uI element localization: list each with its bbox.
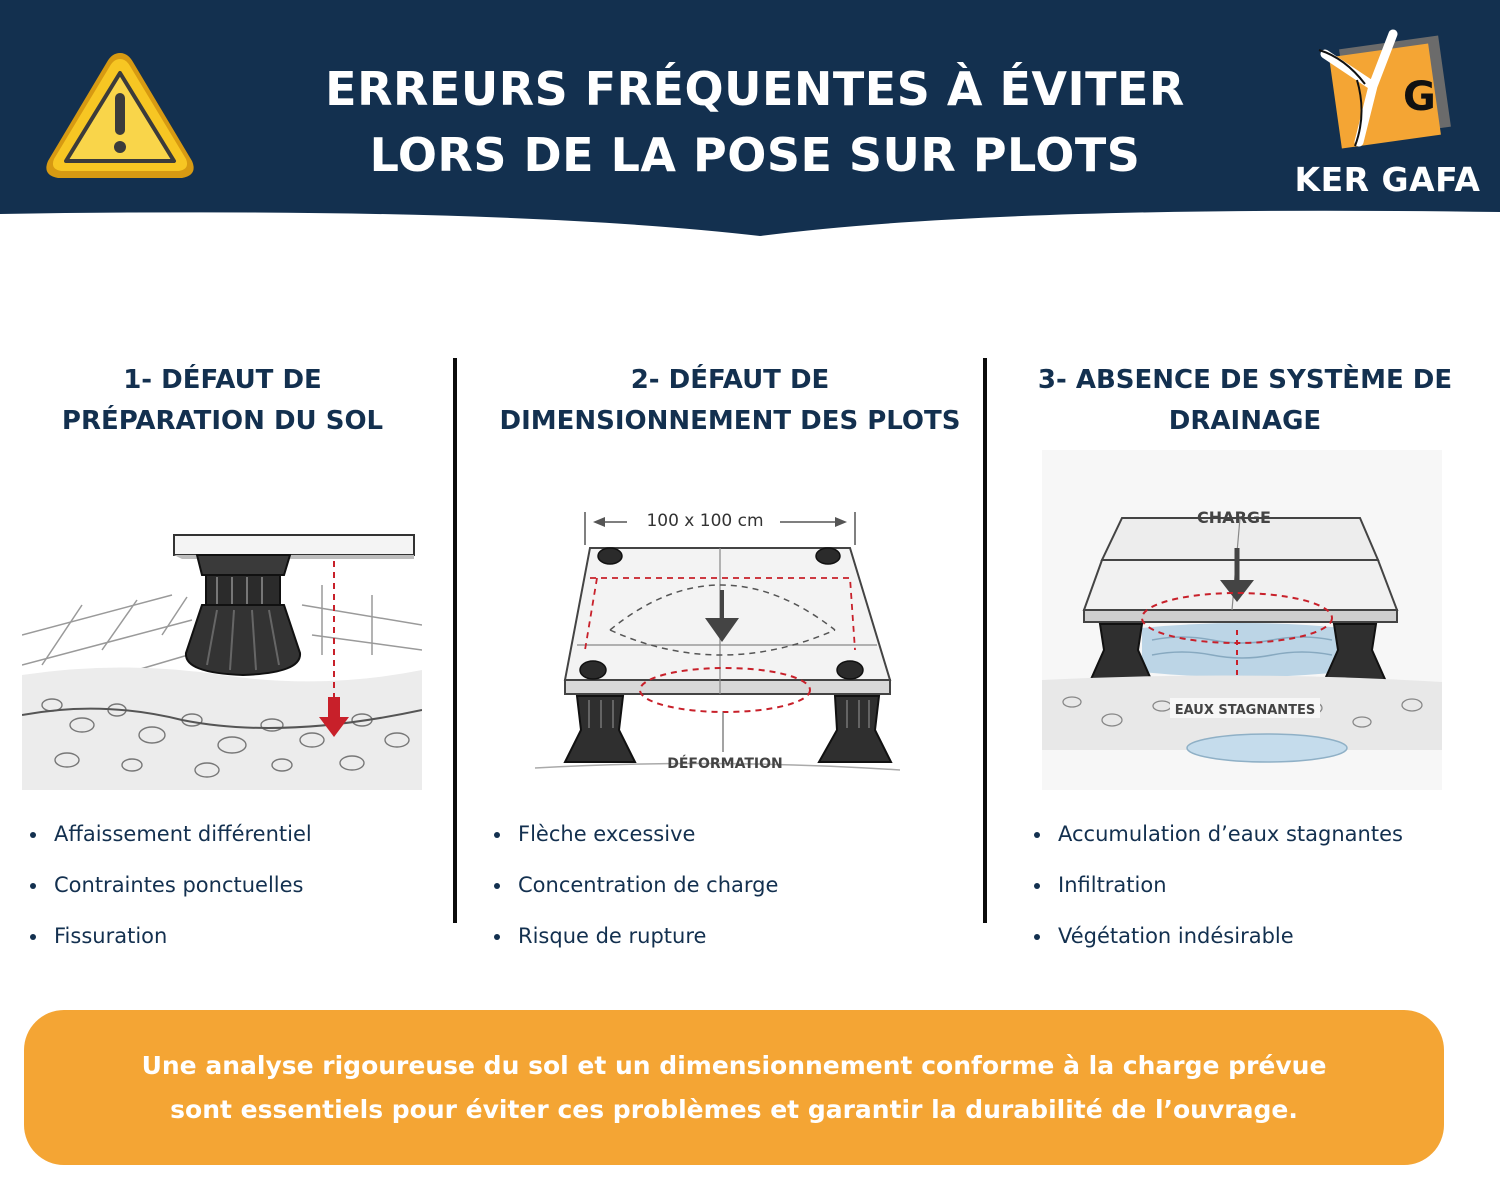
header-banner: ERREURS FRÉQUENTES À ÉVITER LORS DE LA P… [0, 0, 1500, 240]
title-line-1: ERREURS FRÉQUENTES À ÉVITER [325, 62, 1185, 116]
section-title: 1- DÉFAUT DE PRÉPARATION DU SOL [61, 365, 384, 436]
list-item: Affaissement différentiel [26, 809, 312, 860]
section-1-bullets: Affaissement différentiel Contraintes po… [26, 809, 312, 962]
list-item: Végétation indésirable [1030, 911, 1403, 962]
conclusion-banner: Une analyse rigoureuse du sol et un dime… [24, 1010, 1444, 1165]
charge-label: CHARGE [1197, 508, 1271, 527]
standing-water-label: EAUX STAGNANTES [1175, 703, 1316, 718]
list-item: Infiltration [1030, 860, 1403, 911]
section-2-bullets: Flèche excessive Concentration de charge… [490, 809, 778, 962]
section-3-bullets: Accumulation d’eaux stagnantes Infiltrat… [1030, 809, 1403, 962]
list-item: Flèche excessive [490, 809, 778, 860]
list-item: Accumulation d’eaux stagnantes [1030, 809, 1403, 860]
deformation-label: DÉFORMATION [667, 755, 783, 772]
warning-icon [46, 53, 194, 178]
section-title: 3- ABSENCE DE SYSTÈME DE DRAINAGE [1037, 365, 1453, 436]
slab-deformation-illustration: 100 x 100 cm DÉFORMATION [534, 511, 900, 772]
title-line-2: LORS DE LA POSE SUR PLOTS [369, 128, 1141, 182]
page-title: ERREURS FRÉQUENTES À ÉVITER LORS DE LA P… [240, 56, 1270, 188]
section-drainage: 3- ABSENCE DE SYSTÈME DE DRAINAGE [1005, 360, 1485, 1000]
conclusion-text: Une analyse rigoureuse du sol et un dime… [141, 1051, 1327, 1124]
list-item: Concentration de charge [490, 860, 778, 911]
logo-mark-icon: G [1318, 29, 1451, 149]
brand-logo: G KER GAFA [1285, 14, 1490, 199]
standing-water-illustration: CHARGE EAUX STAGNANTES [1042, 450, 1442, 790]
section-soil-preparation: 1- DÉFAUT DE PRÉPARATION DU SOL [20, 360, 425, 1000]
column-divider [983, 358, 987, 923]
section-title: 2- DÉFAUT DE DIMENSIONNEMENT DES PLOTS [499, 365, 961, 436]
column-divider [453, 358, 457, 923]
pedestal-sinking-illustration [22, 534, 422, 790]
section-pedestal-sizing: 2- DÉFAUT DE DIMENSIONNEMENT DES PLOTS [470, 360, 990, 1000]
brand-name: KER GAFA [1294, 160, 1481, 199]
list-item: Contraintes ponctuelles [26, 860, 312, 911]
header-background [0, 0, 1500, 236]
dimension-label: 100 x 100 cm [646, 511, 763, 531]
logo-letter: G [1403, 74, 1436, 120]
list-item: Fissuration [26, 911, 312, 962]
list-item: Risque de rupture [490, 911, 778, 962]
